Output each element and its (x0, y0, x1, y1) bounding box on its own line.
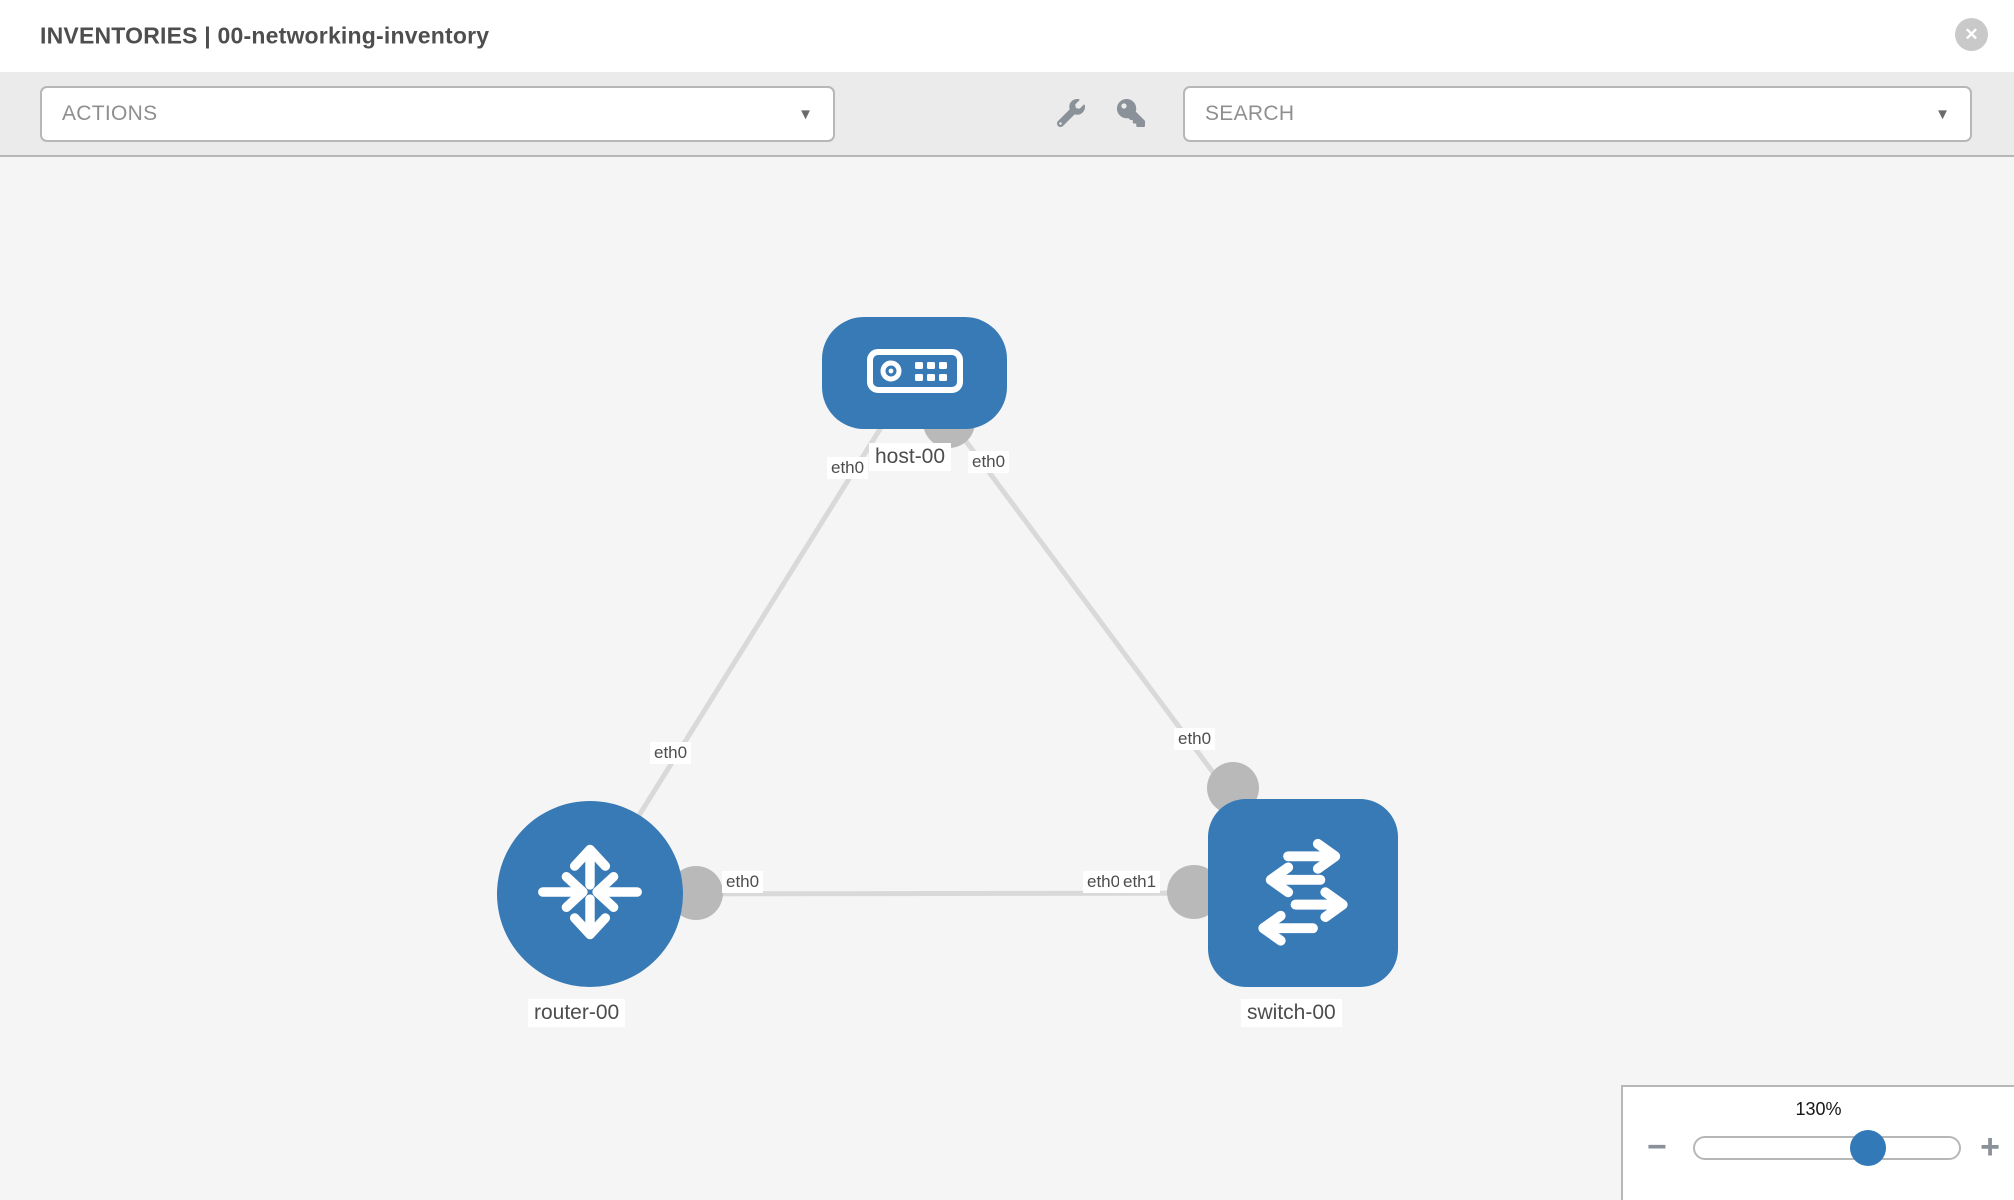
credentials-button[interactable] (1110, 94, 1152, 134)
node-label-switch: switch-00 (1241, 999, 1342, 1027)
port-label-switch-lan-under: eth0 (1083, 871, 1125, 893)
zoom-in-button[interactable]: + (1980, 1127, 2000, 1167)
port-label-host-to-router: eth0 (827, 457, 869, 479)
chevron-down-icon: ▼ (1935, 105, 1950, 123)
link-layer (587, 371, 1306, 897)
page-title: INVENTORIES | 00-networking-inventory (40, 22, 490, 49)
key-icon (1117, 98, 1145, 130)
search-dropdown[interactable]: SEARCH ▼ (1183, 86, 1972, 142)
port-label-switch-lan: eth1 (1119, 871, 1161, 893)
close-button[interactable]: ✕ (1955, 18, 1988, 51)
search-dropdown-label: SEARCH (1205, 102, 1295, 125)
wrench-icon (1056, 98, 1085, 130)
node-switch-00[interactable] (1208, 799, 1398, 987)
port-label-host-to-switch: eth0 (968, 451, 1010, 473)
port-label-router-lan: eth0 (722, 871, 764, 893)
node-host-00[interactable] (822, 317, 1007, 429)
port-label-switch-uplink: eth0 (1174, 728, 1216, 750)
router-icon (531, 833, 649, 956)
node-label-router: router-00 (528, 999, 626, 1027)
chevron-down-icon: ▼ (798, 105, 813, 123)
port-label-router-uplink: eth0 (650, 742, 692, 764)
node-label-host: host-00 (869, 443, 952, 471)
plus-icon: + (1980, 1128, 2000, 1166)
zoom-level-value: 130% (1795, 1099, 1842, 1119)
configure-tools-button[interactable] (1050, 94, 1092, 134)
node-router-00[interactable] (497, 801, 683, 987)
actions-dropdown[interactable]: ACTIONS ▼ (40, 86, 835, 142)
network-canvas[interactable]: host-00 router-00 switch-00 eth0 eth0 et… (0, 159, 2014, 1200)
switch-icon (1241, 829, 1365, 958)
minus-icon: − (1647, 1128, 1667, 1166)
zoom-slider-thumb[interactable] (1850, 1130, 1886, 1166)
header: INVENTORIES | 00-networking-inventory ✕ (0, 0, 2014, 72)
zoom-out-button[interactable]: − (1647, 1127, 1667, 1167)
toolbar: ACTIONS ▼ SEARCH ▼ (0, 72, 2014, 157)
host-device-icon (865, 341, 965, 406)
actions-dropdown-label: ACTIONS (62, 102, 158, 125)
zoom-control-panel: 130% − + (1621, 1085, 2014, 1200)
close-icon: ✕ (1964, 24, 1979, 44)
zoom-slider-track[interactable] (1693, 1130, 1961, 1166)
